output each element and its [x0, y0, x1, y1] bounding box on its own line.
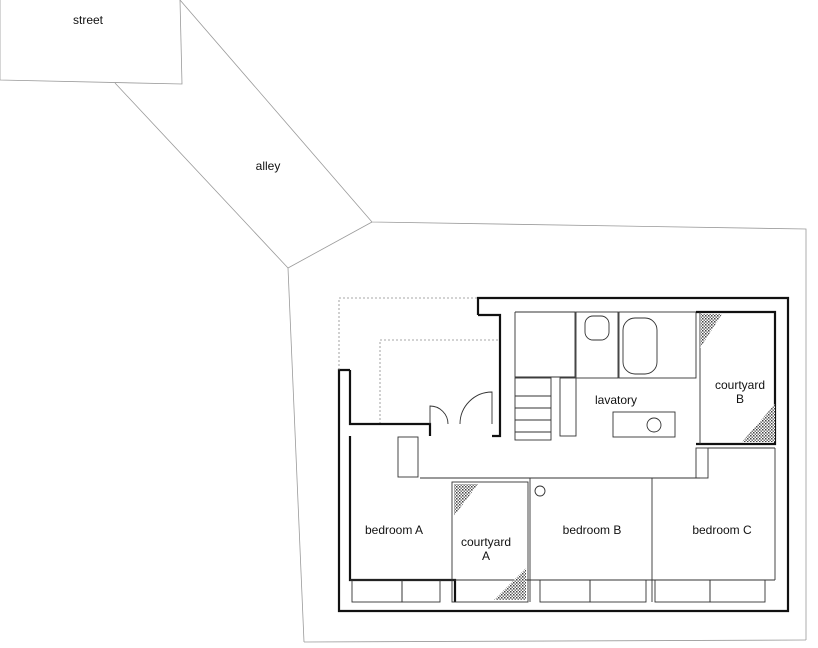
- wc-block-wall: [514, 311, 576, 378]
- courtyard-b-hatch-top: [700, 314, 722, 348]
- entry-wall: [478, 313, 502, 438]
- outer-wall-top: [337, 296, 790, 613]
- bedroom-a-closet: [397, 436, 419, 478]
- bedroom-b-storage-1: [539, 579, 591, 603]
- bedroom-c-storage-2: [709, 579, 766, 603]
- site-context: [0, 0, 807, 643]
- bathtub: [622, 317, 658, 375]
- bedroom-a-storage-2: [401, 579, 441, 603]
- courtyard-a-label-line1: courtyard: [461, 535, 511, 549]
- corridor-wall: [348, 436, 457, 602]
- alley-boundary-right: [179, 0, 807, 640]
- bedroom-zone-wall: [348, 370, 432, 436]
- stair-wall: [514, 377, 552, 441]
- street-label: street: [73, 13, 104, 27]
- street-boundary: [0, 0, 183, 85]
- lavatory-label: lavatory: [595, 393, 637, 407]
- bedroom-c-storage-1: [654, 579, 711, 603]
- entry-door-right: [459, 391, 493, 425]
- courtyard-a-label-line2: A: [482, 549, 490, 563]
- courtyard-b-label-line2: B: [736, 392, 744, 406]
- dashed-entry-outline: [338, 297, 478, 370]
- bath-room: [618, 311, 697, 379]
- courtyard-a-hatch-top: [454, 484, 478, 516]
- building-outline: [337, 296, 790, 613]
- bedroom-c-closet: [695, 447, 709, 479]
- courtyard-a-hatch-bottom: [494, 568, 526, 600]
- site-bottom-line: [303, 639, 807, 643]
- lavatory-cabinet: [559, 377, 577, 437]
- lavatory-sink: [646, 417, 662, 433]
- interior-walls: [348, 310, 777, 603]
- bedroom-b-label: bedroom B: [563, 523, 622, 537]
- courtyard-a-frame: [451, 481, 529, 603]
- courtyard-b-label-line1: courtyard: [715, 378, 765, 392]
- labels: street alley lavatory courtyard B bedroo…: [73, 13, 765, 563]
- alley-inner-line: [287, 221, 373, 269]
- corridor-column: [534, 485, 546, 497]
- toilet-fixture: [584, 315, 610, 341]
- courtyard-b-hatch-bottom: [742, 404, 775, 442]
- bedroom-c-label: bedroom C: [692, 523, 752, 537]
- dashed-entry-inner: [379, 339, 500, 424]
- courtyard-hatching: [454, 314, 775, 600]
- bedroom-a-label: bedroom A: [365, 523, 423, 537]
- courtyard-b-wall: [696, 310, 777, 446]
- alley-label: alley: [256, 159, 281, 173]
- toilet-room: [575, 311, 619, 379]
- entry-door-left: [429, 405, 449, 425]
- bedroom-b-storage-2: [589, 579, 647, 603]
- lavatory-counter: [612, 411, 676, 438]
- entry-doors: [429, 391, 493, 425]
- bedroom-a-storage-1: [351, 579, 403, 603]
